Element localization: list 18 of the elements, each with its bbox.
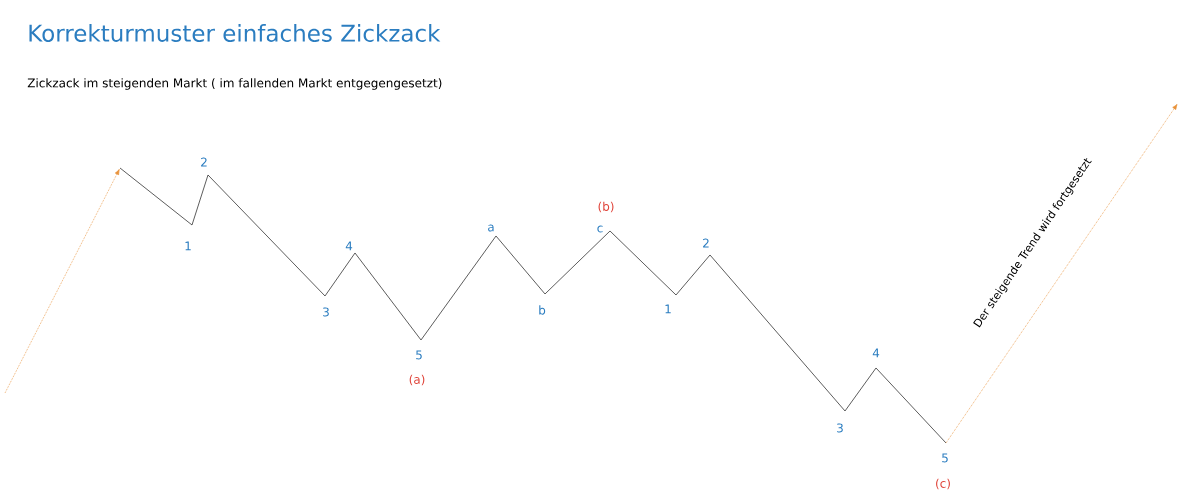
title: Korrekturmuster einfaches Zickzack — [29, 24, 441, 42]
wave-label: 1 — [185, 241, 191, 251]
wave-label: 5 — [942, 453, 948, 463]
wave-degree-label: (b) — [598, 201, 614, 213]
wave-label: 2 — [201, 157, 207, 167]
wave-label: 5 — [416, 350, 422, 360]
wave-label: 2 — [703, 238, 709, 248]
wave-label: 4 — [345, 241, 353, 251]
wave-label: 3 — [837, 423, 843, 433]
subtitle: Zickzack im steigenden Markt ( im fallenden Markt entgegengesetzt) — [27, 78, 442, 90]
wave-label: a — [488, 224, 494, 232]
wave-label: 3 — [323, 307, 329, 317]
wave-degree-label: (a) — [409, 374, 425, 386]
wave-label: 1 — [665, 304, 671, 314]
wave-label: 4 — [872, 348, 880, 358]
wave-label: c — [597, 225, 603, 233]
wave-degree-label: (c) — [936, 478, 950, 490]
wave-label: b — [539, 305, 546, 315]
